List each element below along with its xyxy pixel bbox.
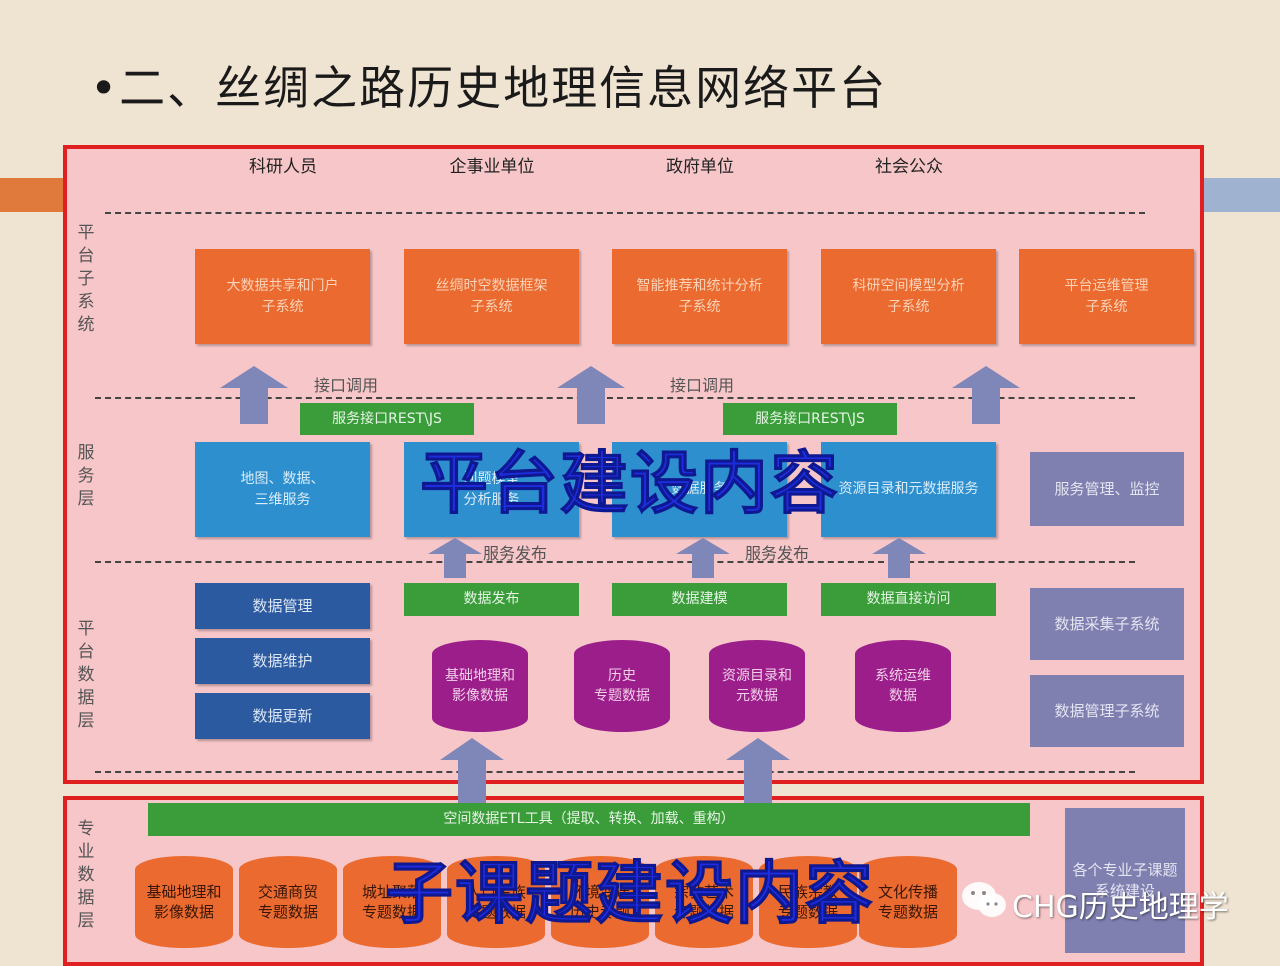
subtopic-construction-caption: 子课题建设内容 <box>384 855 876 935</box>
service-publish-label: 服务发布 <box>483 544 548 563</box>
service-interface-box: 服务接口REST\JS <box>300 403 474 435</box>
topic-data-cylinder: 宗教艺术 专题数据 <box>655 856 753 948</box>
platform-construction-caption: 平台建设内容 <box>419 445 841 525</box>
subsystem-box: 丝绸时空数据框架 子系统 <box>404 249 579 344</box>
service-management-box: 服务管理、监控 <box>1030 452 1184 526</box>
service-publish-label: 服务发布 <box>745 544 810 563</box>
side-label-data: 平台数据层 <box>77 619 95 731</box>
divider-line <box>95 771 1135 773</box>
topic-data-cylinder: 城址聚落 专题数据 <box>343 856 441 948</box>
decor-stripe-right <box>1204 178 1280 212</box>
user-public: 社会公众 <box>875 157 943 177</box>
interface-call-label: 接口调用 <box>670 376 735 395</box>
up-arrow-icon <box>952 366 1020 424</box>
topic-data-cylinder: 环境变迁 历史专题 <box>551 856 649 948</box>
service-box: 资源目录和元数据服务 <box>821 442 996 537</box>
subsystem-box: 平台运维管理 子系统 <box>1019 249 1194 344</box>
up-arrow-icon <box>428 538 482 578</box>
data-store-cylinder: 系统运维 数据 <box>855 640 951 732</box>
user-government: 政府单位 <box>666 157 734 177</box>
divider-line <box>105 212 1145 214</box>
service-box: 地图、数据、 三维服务 <box>195 442 370 537</box>
topic-system-build-box: 各个专业子课题系统建设 <box>1065 808 1185 953</box>
watermark-logo-text: CHG历史地理学 <box>1012 890 1229 925</box>
data-collection-subsystem-box: 数据采集子系统 <box>1030 588 1184 660</box>
side-label-service: 服务层 <box>77 443 95 509</box>
topic-data-cylinder: 基础地理和 影像数据 <box>135 856 233 948</box>
subsystem-box: 科研空间模型分析 子系统 <box>821 249 996 344</box>
up-arrow-icon <box>872 538 926 578</box>
data-management-box: 数据管理 <box>195 583 370 629</box>
data-store-cylinder: 基础地理和 影像数据 <box>432 640 528 732</box>
up-arrow-icon <box>557 366 625 424</box>
user-researchers: 科研人员 <box>249 157 317 177</box>
divider-line <box>95 397 1135 399</box>
service-interface-box: 服务接口REST\JS <box>723 403 897 435</box>
data-publish-box: 数据发布 <box>404 583 579 616</box>
up-arrow-icon <box>220 366 288 424</box>
topic-data-cylinder: 人口民族 专题数据 <box>447 856 545 948</box>
data-maintenance-box: 数据维护 <box>195 638 370 684</box>
data-modeling-box: 数据建模 <box>612 583 787 616</box>
data-store-cylinder: 资源目录和 元数据 <box>709 640 805 732</box>
up-arrow-icon <box>440 738 504 804</box>
user-enterprises: 企事业单位 <box>449 157 535 177</box>
side-label-special-data: 专业数据层 <box>77 819 95 931</box>
service-box: 问题模型 分析服务 <box>404 442 579 537</box>
data-update-box: 数据更新 <box>195 693 370 739</box>
up-arrow-icon <box>676 538 730 578</box>
divider-line <box>95 561 1135 563</box>
topic-data-cylinder: 文化传播 专题数据 <box>859 856 957 948</box>
service-box: 数据服务 <box>612 442 787 537</box>
up-arrow-icon <box>726 738 790 804</box>
decor-stripe-left <box>0 178 64 212</box>
subsystem-box: 智能推荐和统计分析 子系统 <box>612 249 787 344</box>
data-management-subsystem-box: 数据管理子系统 <box>1030 675 1184 747</box>
slide-title: •二、丝绸之路历史地理信息网络平台 <box>90 61 888 115</box>
subsystem-box: 大数据共享和门户 子系统 <box>195 249 370 344</box>
data-store-cylinder: 历史 专题数据 <box>574 640 670 732</box>
etl-tool-box: 空间数据ETL工具（提取、转换、加载、重构） <box>148 803 1030 836</box>
side-label-subsystems: 平台子系统 <box>77 223 95 335</box>
wechat-icon <box>962 882 1006 917</box>
interface-call-label: 接口调用 <box>314 376 379 395</box>
topic-data-cylinder: 民族宗教 专题数据 <box>759 856 857 948</box>
topic-data-cylinder: 交通商贸 专题数据 <box>239 856 337 948</box>
data-direct-access-box: 数据直接访问 <box>821 583 996 616</box>
